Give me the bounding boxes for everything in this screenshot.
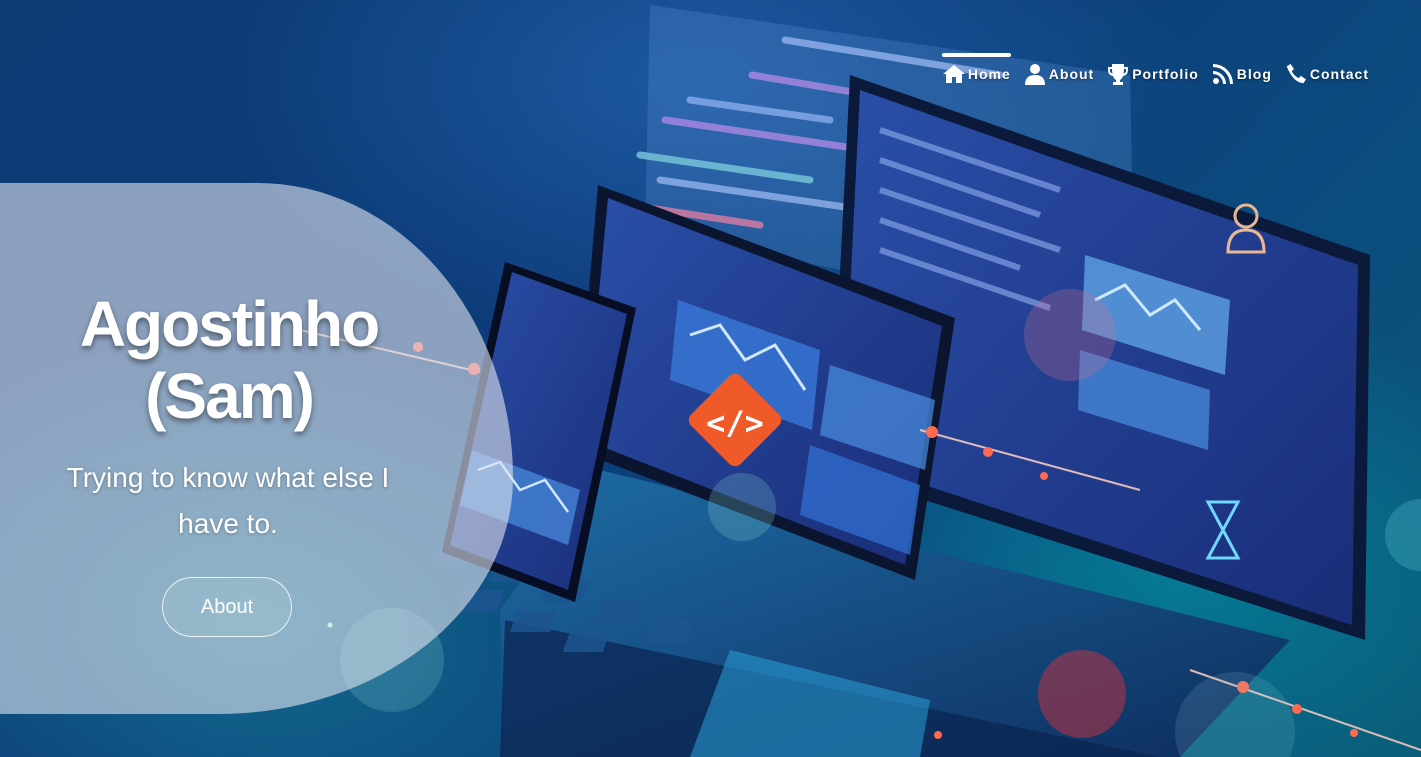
name-line-1: Agostinho [79,288,380,360]
user-icon [1024,64,1045,85]
nav-blog[interactable]: Blog [1211,62,1272,86]
rss-icon [1212,64,1233,84]
nav-about-label: About [1048,66,1095,82]
svg-text:</>: </> [706,404,764,442]
name-line-2: (Sam) [145,360,315,432]
nav-home[interactable]: Home [941,53,1011,86]
nav-home-label: Home [967,66,1011,82]
tagline: Trying to know what else I have to. [66,462,390,539]
nav-about[interactable]: About [1023,62,1094,86]
page-title: Agostinho (Sam) [0,288,458,432]
main-nav: Home About Portfolio Blog Contact [941,53,1369,86]
phone-icon [1286,64,1306,84]
nav-blog-label: Blog [1236,66,1272,82]
nav-contact[interactable]: Contact [1284,62,1369,86]
about-button[interactable]: About [162,577,292,637]
intro-panel [0,183,513,714]
nav-portfolio-label: Portfolio [1132,66,1199,82]
home-icon [942,65,965,83]
nav-portfolio[interactable]: Portfolio [1106,62,1199,86]
trophy-icon [1108,64,1129,85]
nav-contact-label: Contact [1309,66,1369,82]
